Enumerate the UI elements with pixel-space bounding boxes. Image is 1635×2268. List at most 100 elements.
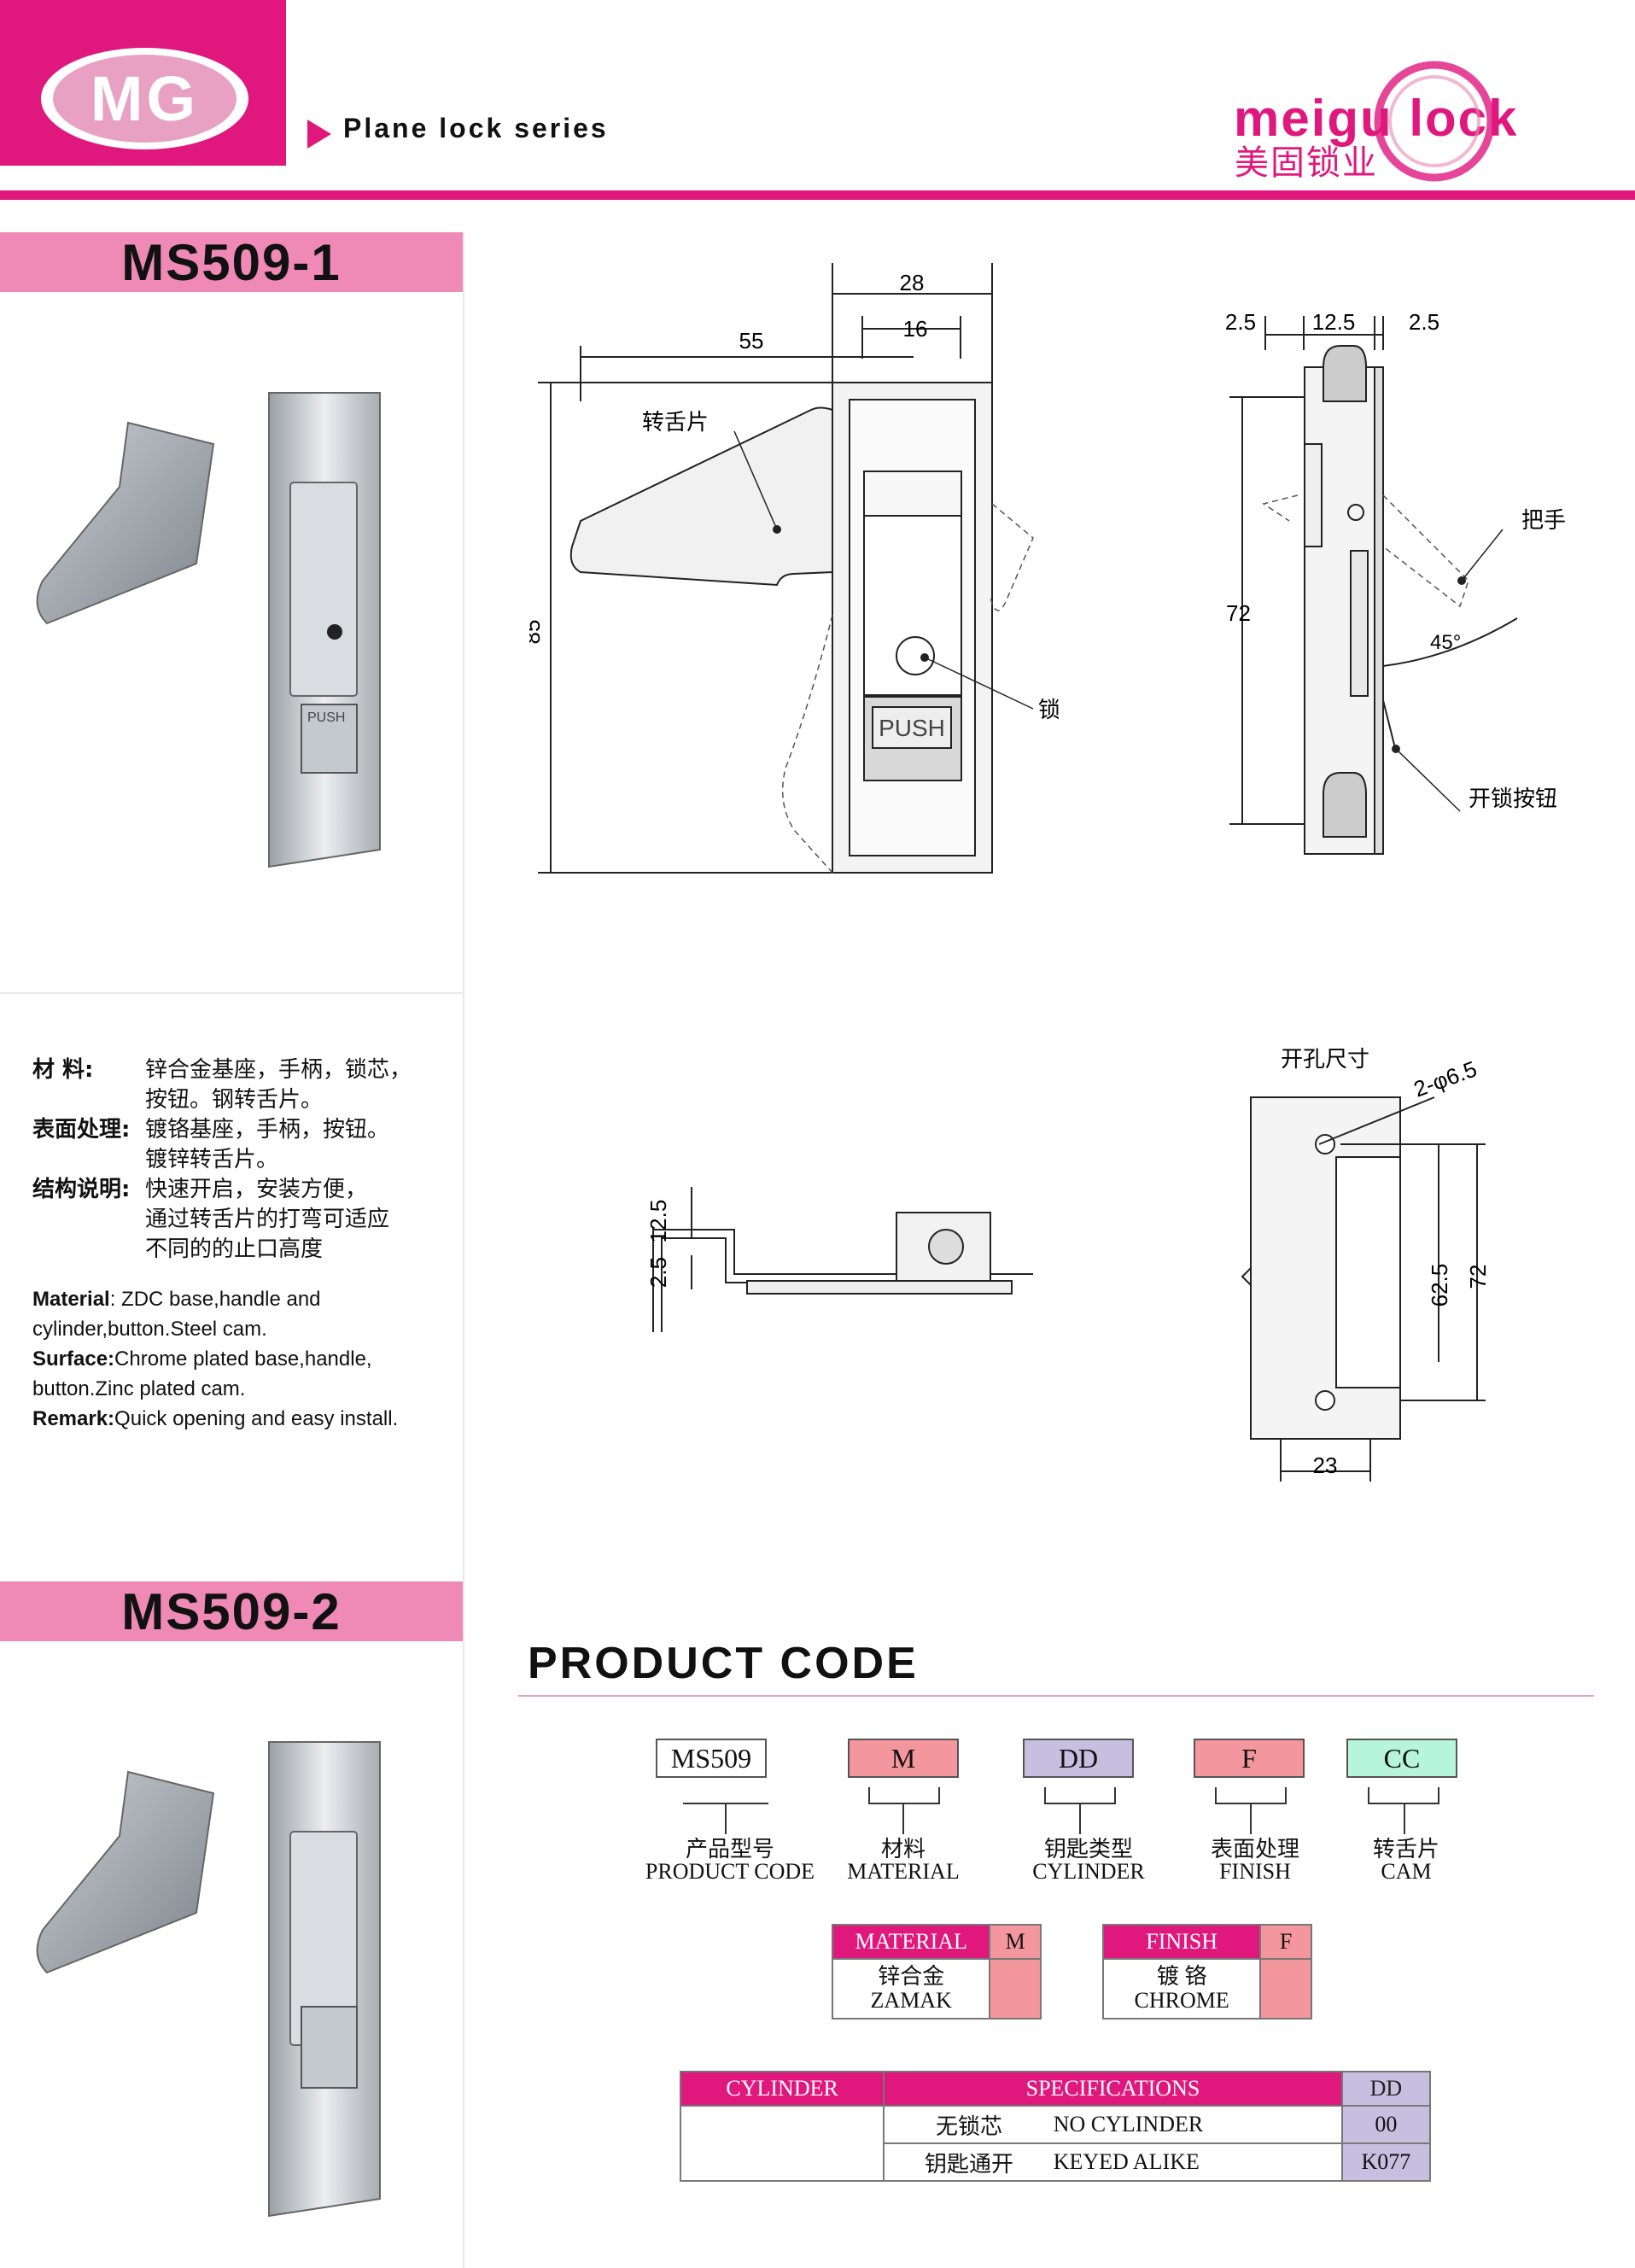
label-handle: 把手 (1521, 507, 1566, 533)
dim-side-b: 12.5 (1312, 309, 1356, 335)
material-table-code: M (989, 1924, 1042, 1960)
spec-cn-cell: 钥匙通开 (883, 2142, 1054, 2182)
series-title: Plane lock series (343, 113, 609, 143)
material-table-header: MATERIAL (831, 1924, 991, 1960)
spec-en-list: Material: ZDC base,handle and cylinder,b… (32, 1284, 425, 1434)
spec-cn-line: 不同的的止口高度 (145, 1236, 324, 1262)
spec-cn-row: 材 料: 锌合金基座，手柄，锁芯， 按钮。钢转舌片。 (32, 1055, 412, 1115)
section-divider (0, 992, 464, 994)
spec-en-value: ZDC base,handle and cylinder,button.Stee… (32, 1288, 321, 1341)
dim-cutout-23: 23 (1313, 1453, 1338, 1478)
spec-cn-line: 镀铬基座，手柄，按钮。 (145, 1117, 390, 1143)
dim-side-a: 2.5 (1225, 309, 1256, 335)
spec-cn-label: 材 料: (32, 1057, 94, 1083)
code-label-en: FINISH (1219, 1859, 1291, 1884)
code-cell: 00 (1340, 2105, 1432, 2144)
code-label-en: MATERIAL (847, 1859, 960, 1884)
spec-cn-line: 通过转舌片的打弯可适应 (145, 1207, 390, 1232)
angle-label: 45° (1430, 631, 1461, 654)
code-box-cylinder: DD (1023, 1739, 1134, 1778)
brand-ring-icon (1374, 61, 1495, 182)
dim-bottom-125: 12.5 (645, 1200, 671, 1243)
code-label-en: PRODUCT CODE (645, 1859, 815, 1884)
dim-side-72: 72 (1226, 600, 1251, 626)
dim-cutout-625: 62.5 (1427, 1264, 1452, 1307)
cylinder-cell (679, 2105, 885, 2182)
mg-logo: MG (90, 63, 200, 134)
spec-cn-line: 锌合金基座，手柄，锁芯， (145, 1057, 412, 1083)
table-row: 无锁芯 NO CYLINDER 00 (679, 2105, 1432, 2182)
finish-en: CHROME (1134, 1988, 1229, 2013)
dim-16: 16 (903, 316, 928, 342)
spec-en-remark: Remark:Quick opening and easy install. (32, 1404, 425, 1434)
finish-cn: 镀 铬 (1156, 1964, 1207, 1989)
code-box-material: M (848, 1739, 959, 1778)
svg-text:PUSH: PUSH (307, 710, 345, 725)
label-cylinder: 锁芯 (1038, 697, 1059, 722)
material-table-swatch (989, 1958, 1042, 2020)
spec-en-label: Remark: (32, 1407, 115, 1430)
front-view-drawing: 28 16 55 85 转舌片 锁芯 PUSH (529, 263, 1059, 874)
spec-cn-label: 表面处理: (32, 1117, 131, 1143)
table-row: 钥匙通开 KEYED ALIKE K077 (680, 2142, 1432, 2182)
spec-cn-label: 结构说明: (32, 1177, 131, 1202)
product-code-rule (518, 1695, 1594, 1697)
material-cn: 锌合金 (878, 1964, 945, 1989)
code-connectors (683, 1787, 1439, 1834)
dim-cutout-72: 72 (1465, 1265, 1491, 1289)
spec-en-material: Material: ZDC base,handle and cylinder,b… (32, 1288, 321, 1341)
spec-en-surface: Surface:Chrome plated base,handle, butto… (32, 1344, 425, 1404)
code-label-cn: 产品型号 (685, 1837, 774, 1862)
spec-cn-list: 材 料: 锌合金基座，手柄，锁芯， 按钮。钢转舌片。 表面处理: 镀铬基座，手柄，按钮… (32, 1055, 412, 1265)
bottom-view-drawing: 12.5 2.5 (645, 1187, 1033, 1332)
spec-cn-line: 镀锌转舌片。 (145, 1147, 279, 1172)
code-label-cn: 转舌片 (1372, 1837, 1439, 1862)
dim-bottom-25: 2.5 (645, 1257, 671, 1288)
spec-en-value: Quick opening and easy install. (114, 1407, 399, 1430)
spec-cn-row: 表面处理: 镀铬基座，手柄，按钮。镀锌转舌片。 (32, 1115, 412, 1175)
spec-en-value: Chrome plated base,handle, button.Zinc p… (32, 1347, 372, 1400)
code-label-cn: 材料 (880, 1837, 926, 1862)
product-photo-2 (36, 1741, 381, 2218)
side-view-drawing: 2.5 12.5 2.5 72 45° 把手 开锁按钮 (1225, 309, 1566, 855)
finish-table-code: F (1259, 1924, 1312, 1960)
label-button: 开锁按钮 (1469, 786, 1557, 811)
spec-en-cell: NO CYLINDER (1053, 2105, 1343, 2144)
label-cam: 转舌片 (642, 409, 709, 435)
spec-cn-cell: 无锁芯 (883, 2105, 1054, 2144)
code-box-product: MS509 (656, 1739, 767, 1778)
finish-table-header: FINISH (1101, 1924, 1262, 1960)
product-code-title: PRODUCT CODE (528, 1639, 919, 1688)
push-label: PUSH (879, 715, 945, 741)
specifications-header: SPECIFICATIONS (883, 2071, 1343, 2107)
code-label-cn: 表面处理 (1210, 1837, 1299, 1862)
finish-table-swatch (1259, 1958, 1312, 2020)
cutout-drawing: 开孔尺寸 2-φ6.5 62.5 72 23 (1241, 1046, 1491, 1482)
header-rule (0, 190, 1635, 200)
cylinder-header: CYLINDER (679, 2071, 885, 2107)
spec-en-cell: KEYED ALIKE (1053, 2142, 1343, 2182)
spec-en-label: Surface: (32, 1347, 115, 1371)
dim-55: 55 (739, 328, 764, 354)
brand-name-cn: 美固锁业 (1235, 143, 1378, 183)
column-divider (463, 232, 464, 2268)
cutout-title: 开孔尺寸 (1281, 1046, 1369, 1072)
dim-85: 85 (529, 620, 545, 645)
dim-side-c: 2.5 (1409, 309, 1439, 335)
spec-cn-line: 按钮。钢转舌片。 (145, 1087, 324, 1113)
cylinder-table: CYLINDER SPECIFICATIONS DD 无锁芯 NO CYLIND… (679, 2071, 1432, 2182)
material-en: ZAMAK (870, 1988, 952, 2013)
spec-cn-line: 快速开启，安装方便， (145, 1177, 368, 1202)
product-photo-1: PUSH (36, 392, 381, 868)
spec-cn-row: 结构说明: 快速开启，安装方便， 通过转舌片的打弯可适应不同的的止口高度 (32, 1175, 412, 1265)
dim-28: 28 (900, 270, 925, 295)
arrow-right-icon (307, 120, 331, 149)
